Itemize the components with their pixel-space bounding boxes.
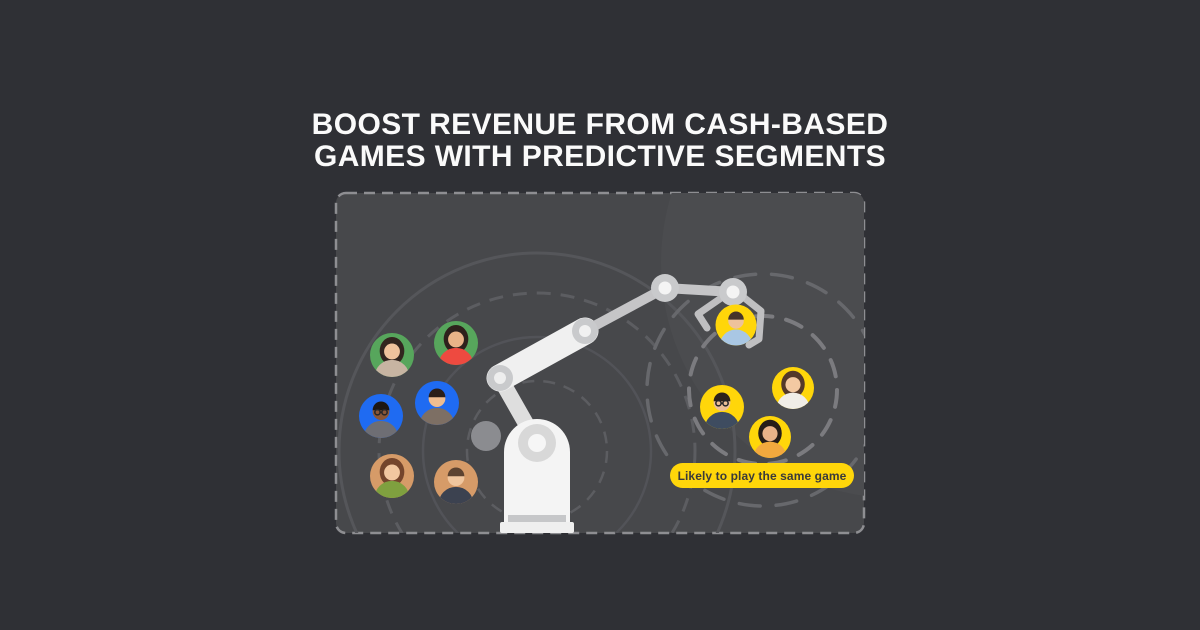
highlight-region bbox=[661, 193, 864, 498]
page-title-line-2: GAMES WITH PREDICTIVE SEGMENTS bbox=[313, 140, 887, 174]
shoulder-joint-center bbox=[579, 325, 591, 337]
page-title: BOOST REVENUE FROM CASH-BASED GAMES WITH… bbox=[0, 109, 1200, 173]
robot-claw-arm bbox=[471, 274, 765, 533]
claw-joint-center bbox=[726, 285, 740, 299]
segment-label-text: Likely to play the same game bbox=[677, 468, 847, 483]
wrist-joint-center bbox=[658, 281, 672, 295]
radar-arc-solid-outer bbox=[337, 251, 737, 533]
claw-machine-illustration bbox=[334, 191, 866, 535]
avatar-photo bbox=[374, 336, 410, 377]
base-joint-center bbox=[528, 434, 546, 452]
radar-arc-solid-inner bbox=[421, 335, 653, 533]
elbow-joint-center bbox=[494, 372, 506, 384]
pedestal-base-plate bbox=[500, 522, 574, 533]
arm-upper-segment bbox=[486, 317, 599, 392]
avatar-photo bbox=[719, 311, 753, 346]
player-avatar-tan-2 bbox=[434, 460, 478, 504]
segment-avatar-held-by-claw bbox=[715, 304, 757, 346]
player-avatar-blue-2 bbox=[415, 381, 459, 425]
avatar-photo bbox=[704, 392, 740, 429]
segment-avatar-3 bbox=[772, 367, 814, 409]
predicted-segment-group bbox=[700, 304, 814, 458]
segment-avatar-4 bbox=[749, 416, 791, 458]
radar-arc-dashed-mid bbox=[377, 291, 697, 533]
players-pool-group bbox=[359, 321, 478, 504]
arm-link-1 bbox=[582, 283, 668, 336]
player-avatar-green-2 bbox=[434, 321, 478, 365]
avatar-photo bbox=[374, 457, 410, 498]
segment-label-badge: Likely to play the same game bbox=[670, 463, 854, 488]
avatar-photo bbox=[419, 388, 455, 425]
avatar-photo bbox=[753, 419, 787, 458]
arm-shoulder-collar bbox=[471, 421, 501, 451]
player-avatar-blue-1 bbox=[359, 394, 403, 438]
segment-avatar-2 bbox=[700, 385, 744, 429]
avatar-photo bbox=[363, 401, 399, 438]
illustration-panel: Likely to play the same game bbox=[334, 191, 866, 535]
claw-right-prong-icon bbox=[738, 292, 765, 349]
player-avatar-green-1 bbox=[370, 333, 414, 377]
page-title-line-1: BOOST REVENUE FROM CASH-BASED bbox=[311, 108, 889, 142]
avatar-photo bbox=[776, 370, 810, 409]
pedestal-neck bbox=[508, 515, 566, 523]
avatar-photo bbox=[438, 467, 474, 504]
avatar-photo bbox=[438, 324, 474, 365]
player-avatar-tan-1 bbox=[370, 454, 414, 498]
claw-left-prong-icon bbox=[694, 292, 728, 332]
